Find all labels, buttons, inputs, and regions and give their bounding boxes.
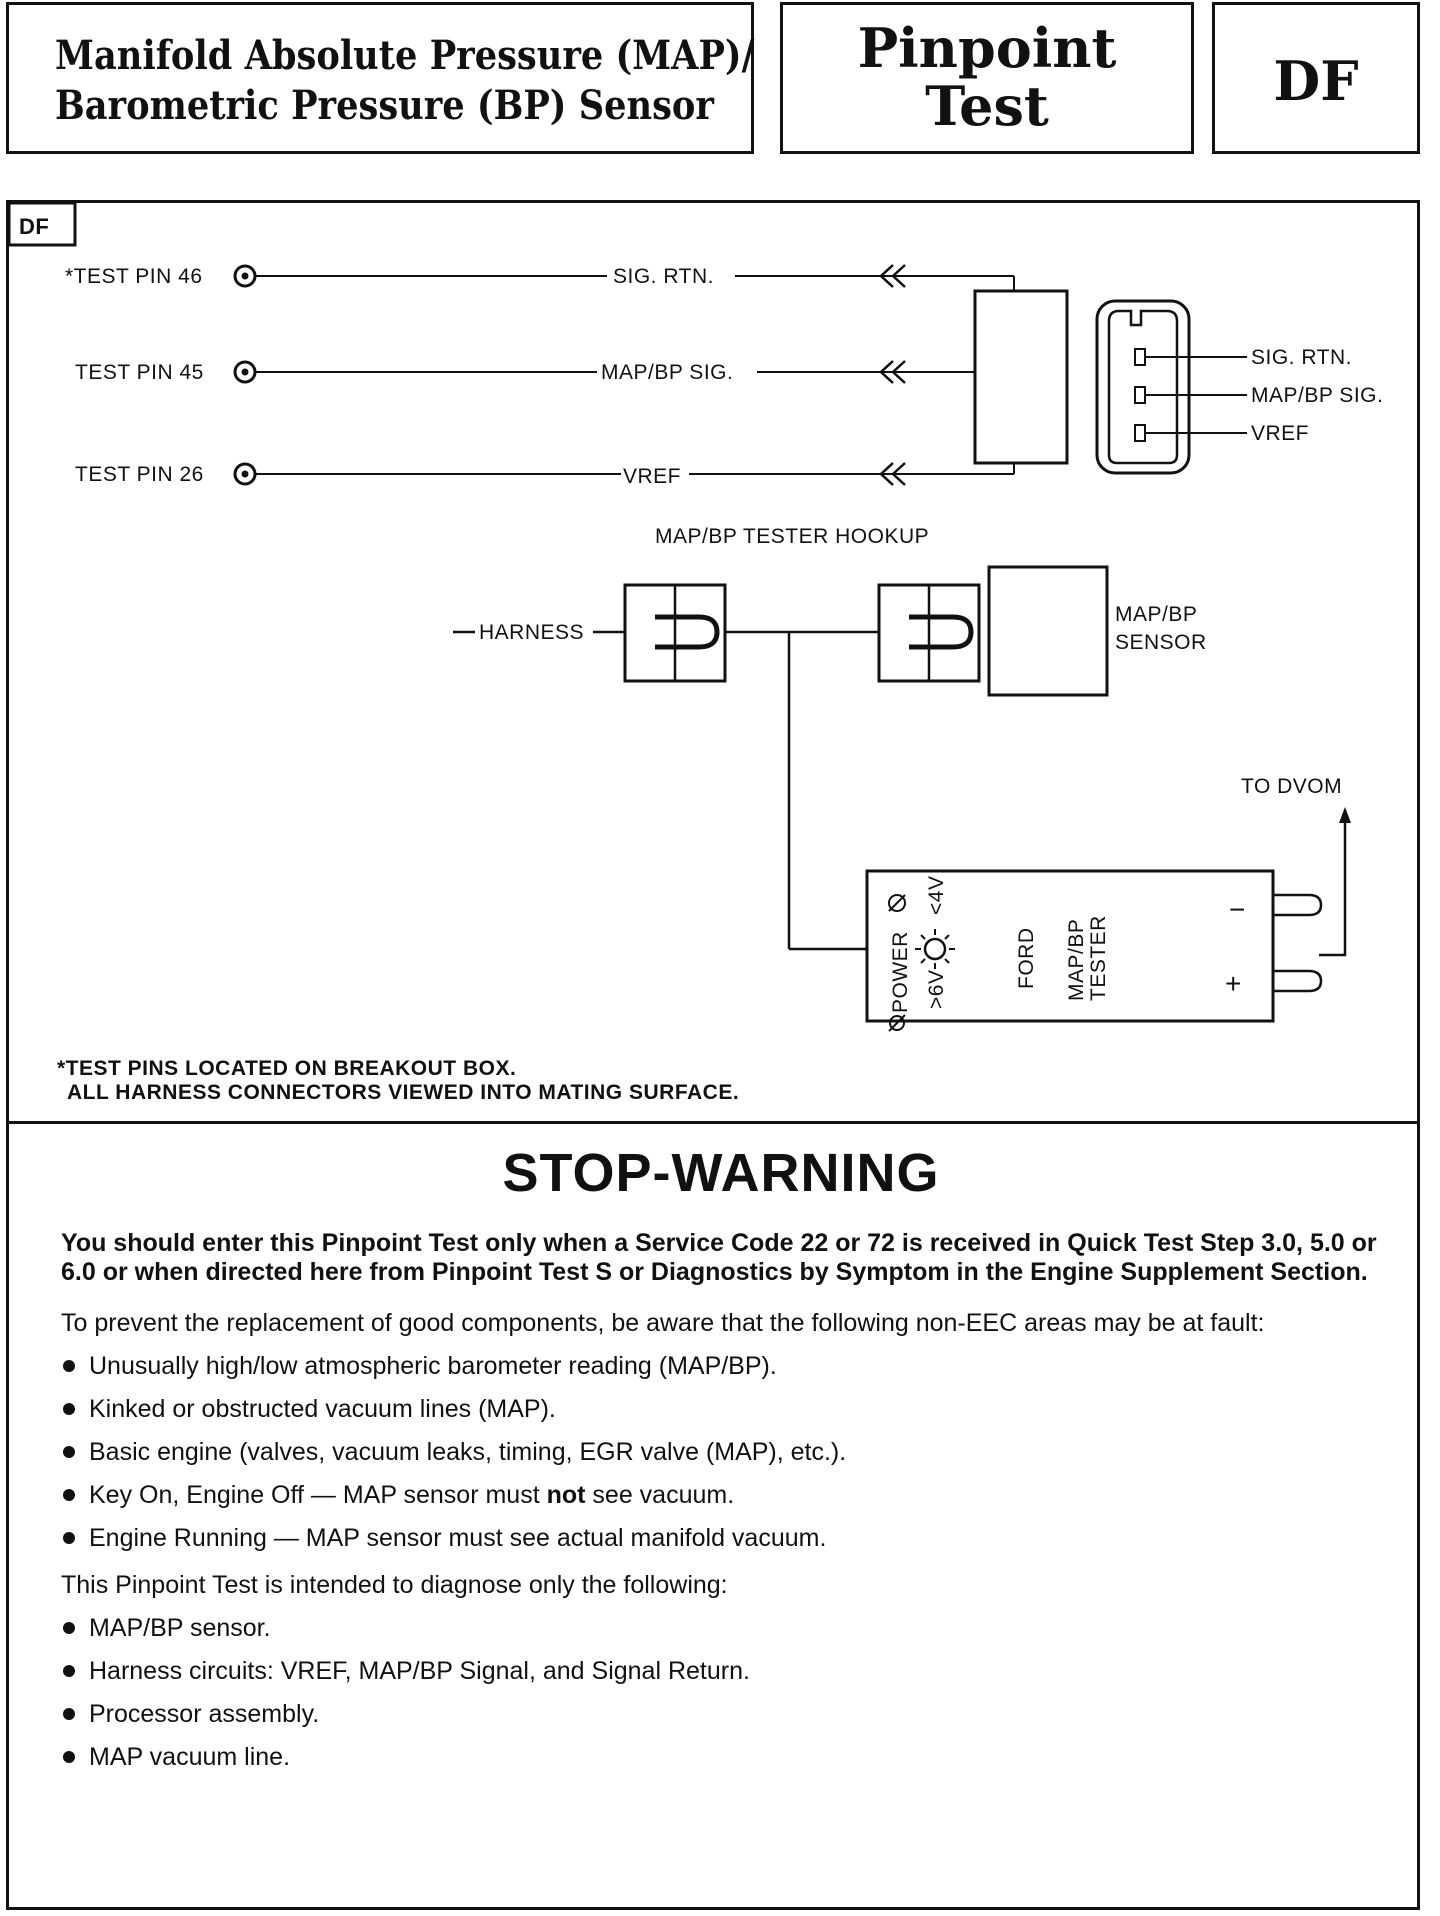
hookup-title: MAP/BP TESTER HOOKUP [655, 525, 929, 548]
section-divider [9, 1121, 1417, 1124]
connector-chevron-icon [879, 360, 906, 384]
sensor-label-line2: SENSOR [1115, 631, 1207, 654]
sensor-label-line1: MAP/BP [1115, 603, 1197, 626]
diagram-note-line1: *TEST PINS LOCATED ON BREAKOUT BOX. [57, 1057, 516, 1080]
tee-connector-right [877, 583, 981, 683]
dvom-label: TO DVOM [1241, 775, 1342, 798]
list-item: Kinked or obstructed vacuum lines (MAP). [61, 1395, 1381, 1424]
list-item: Unusually high/low atmospheric barometer… [61, 1352, 1381, 1381]
fault-list: Unusually high/low atmospheric barometer… [61, 1352, 1381, 1553]
tester-jack-minus-icon [1273, 893, 1323, 917]
test-pin-label: TEST PIN 45 [75, 361, 204, 384]
wire-label: SIG. RTN. [613, 265, 714, 288]
prevent-text: To prevent the replacement of good compo… [61, 1309, 1265, 1337]
tester-name-line3: TESTER [1087, 915, 1110, 1001]
diagram-tag-box [9, 203, 77, 247]
tester-lamp-icon [915, 929, 955, 969]
list-item-key-on: Key On, Engine Off — MAP sensor must not… [61, 1481, 1381, 1510]
test-pin-row-26: TEST PIN 26 VREF [75, 462, 1015, 488]
tester-range-low: >6V [925, 970, 948, 1009]
key-on-before: Key On, Engine Off — MAP sensor must [89, 1481, 547, 1509]
harness-label: HARNESS [479, 621, 584, 644]
tester-minus-label: − [1229, 894, 1246, 925]
connector-chevron-icon [879, 264, 906, 288]
wire-label: MAP/BP SIG. [601, 361, 733, 384]
map-bp-sensor-box [987, 565, 1109, 697]
connector-face-icon [1095, 299, 1247, 475]
connector-label-vref: VREF [1251, 422, 1309, 445]
test-pin-row-46: *TEST PIN 46 SIG. RTN. [65, 264, 1015, 291]
test-pin-label: *TEST PIN 46 [65, 265, 203, 288]
header-title-box: Manifold Absolute Pressure (MAP)/ Barome… [6, 2, 754, 154]
header-pinpoint-line1: Pinpoint [857, 16, 1117, 80]
tester-power-label: POWER [889, 931, 912, 1013]
list-item: Processor assembly. [61, 1700, 1381, 1729]
stop-warning-section: STOP-WARNING You should enter this Pinpo… [61, 1143, 1381, 1790]
header-pinpoint-box: Pinpoint Test [780, 2, 1194, 154]
diagram-note-line2: ALL HARNESS CONNECTORS VIEWED INTO MATIN… [67, 1081, 739, 1104]
key-on-after: see vacuum. [585, 1481, 735, 1509]
harness-connector-block [973, 289, 1069, 465]
list-item: MAP vacuum line. [61, 1743, 1381, 1772]
connector-label-map-bp-sig: MAP/BP SIG. [1251, 384, 1383, 407]
wiring-diagram: DF *TEST PIN 46 SIG. RTN. TEST PIN 45 MA… [9, 203, 1383, 1104]
tester-range-high: <4V [925, 876, 948, 915]
header-code: DF [1273, 49, 1359, 113]
tee-connector-left [623, 583, 727, 683]
list-item: Harness circuits: VREF, MAP/BP Signal, a… [61, 1657, 1381, 1686]
diagram-tag: DF [19, 214, 49, 239]
main-panel: DF *TEST PIN 46 SIG. RTN. TEST PIN 45 MA… [6, 200, 1420, 1910]
tester-name-line2: MAP/BP [1065, 919, 1088, 1001]
stop-warning-title: STOP-WARNING [502, 1143, 940, 1203]
header-title-line1: Manifold Absolute Pressure (MAP)/ [55, 32, 755, 79]
test-pin-row-45: TEST PIN 45 MAP/BP SIG. [75, 360, 975, 384]
header-pinpoint-line2: Test [925, 74, 1049, 138]
connector-label-sig-rtn: SIG. RTN. [1251, 346, 1352, 369]
header-title-line2: Barometric Pressure (BP) Sensor [55, 82, 714, 129]
connector-chevron-icon [879, 462, 906, 486]
list-item: MAP/BP sensor. [61, 1614, 1381, 1643]
map-bp-tester-box [865, 869, 1275, 1023]
header-code-box: DF [1212, 2, 1420, 154]
list-item: Engine Running — MAP sensor must see act… [61, 1524, 1381, 1553]
tester-plus-label: + [1225, 968, 1242, 999]
diagnose-list: MAP/BP sensor. Harness circuits: VREF, M… [61, 1614, 1381, 1772]
tester-jack-plus-icon [1273, 969, 1323, 993]
tester-name-line1: FORD [1015, 928, 1038, 990]
wire-label: VREF [623, 465, 681, 488]
diagnose-text: This Pinpoint Test is intended to diagno… [61, 1571, 728, 1599]
arrow-up-icon [1339, 807, 1351, 823]
list-item: Basic engine (valves, vacuum leaks, timi… [61, 1438, 1381, 1467]
key-on-emphasis: not [546, 1481, 586, 1509]
warning-intro: You should enter this Pinpoint Test only… [61, 1229, 1377, 1286]
tester-power-symbol-icon [888, 894, 906, 1032]
test-pin-label: TEST PIN 26 [75, 463, 204, 486]
